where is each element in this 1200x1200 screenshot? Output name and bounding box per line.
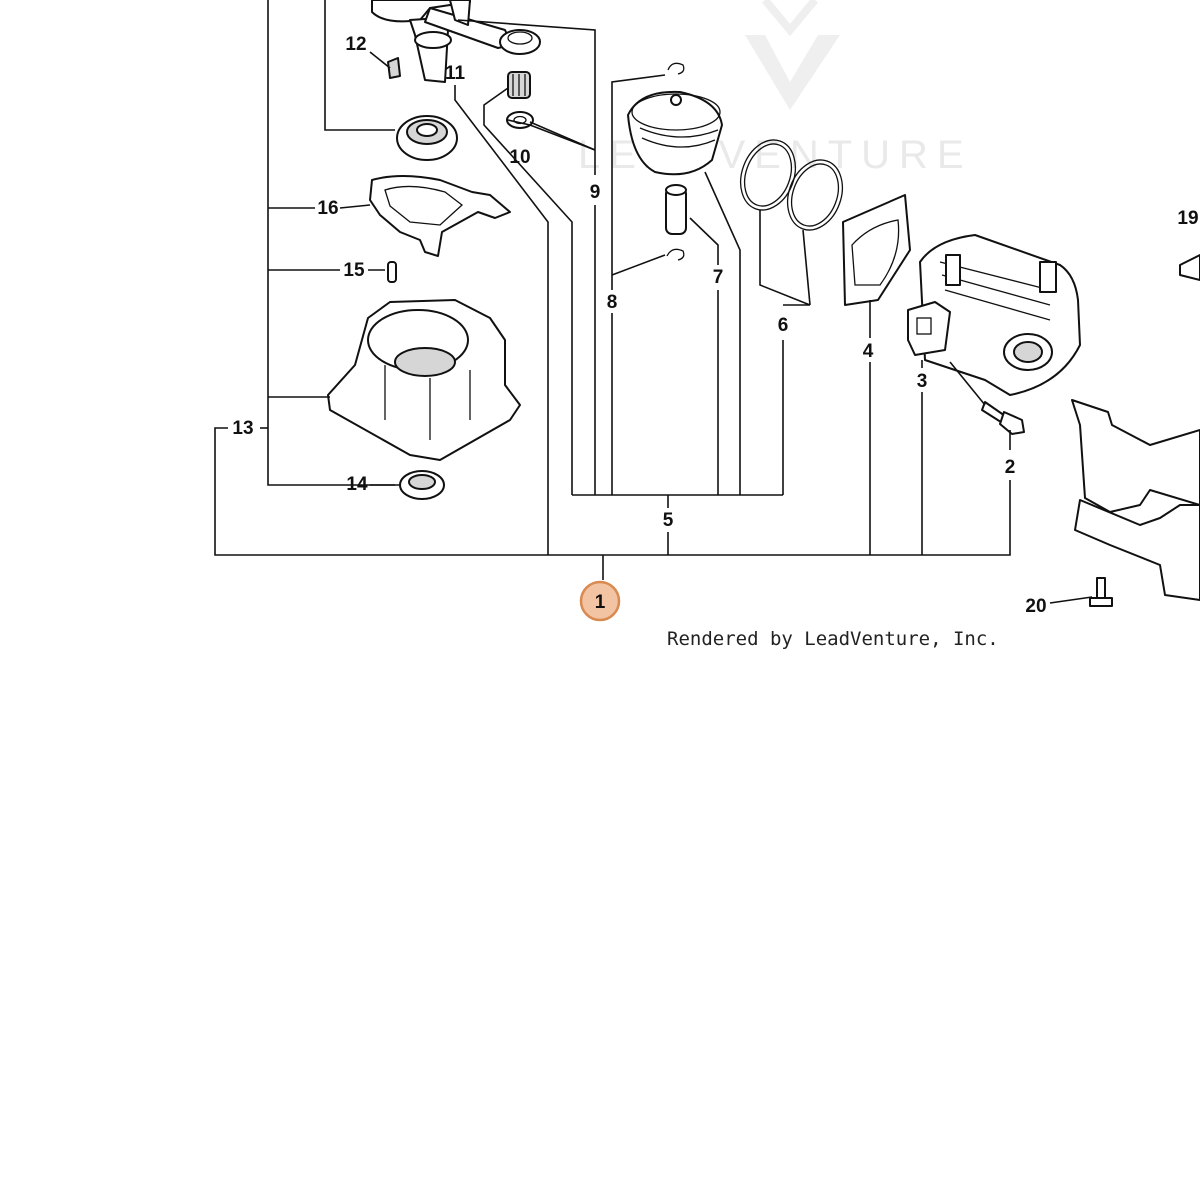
callout-14[interactable]: 14	[346, 474, 368, 495]
callout-8[interactable]: 8	[607, 292, 618, 313]
bolt-drawing	[981, 401, 1025, 435]
callout-3[interactable]: 3	[917, 371, 928, 392]
engine-cover-drawing	[1071, 254, 1200, 601]
callout-1[interactable]: 1	[579, 580, 621, 622]
callout-6[interactable]: 6	[778, 315, 789, 336]
watermark-logo-icon	[745, 0, 840, 110]
crankcase-gasket-drawing	[369, 175, 511, 257]
bearing-ring-drawing	[499, 29, 541, 55]
crankcase-drawing	[327, 299, 521, 461]
selected-highlight-circle[interactable]	[579, 580, 621, 622]
callout-9[interactable]: 9	[590, 182, 601, 203]
screw-drawing	[1089, 577, 1113, 607]
callout-15[interactable]: 15	[343, 260, 365, 281]
callout-7[interactable]: 7	[713, 267, 724, 288]
crankshaft-drawing	[371, 0, 513, 83]
callout-2[interactable]: 2	[1005, 457, 1016, 478]
key-drawing	[387, 57, 401, 79]
piston-pin-drawing	[665, 184, 687, 235]
svg-text:1[interactable]: 1	[595, 592, 606, 613]
callout-19[interactable]: 19	[1177, 208, 1198, 229]
callout-12[interactable]: 12	[345, 34, 366, 55]
circlip-top-drawing	[667, 62, 685, 75]
main-bearing-drawing	[396, 115, 458, 161]
callouts: 1 2 3 4 5 6 7 8 9 10 11 12 13 14 15 16 1…	[232, 34, 1199, 622]
callout-5[interactable]: 5	[663, 510, 674, 531]
circlip-bottom-drawing	[666, 248, 685, 261]
dowel-pin-drawing	[387, 261, 397, 283]
callout-11[interactable]: 11	[445, 63, 466, 84]
needle-bearing-drawing	[507, 71, 531, 99]
cylinder-drawing	[907, 234, 1081, 396]
render-credit: Rendered by LeadVenture, Inc.	[667, 628, 999, 650]
piston-drawing	[627, 90, 723, 176]
callout-4[interactable]: 4	[863, 341, 874, 362]
cylinder-gasket-drawing	[842, 194, 911, 306]
callout-10[interactable]: 10	[509, 147, 530, 168]
callout-16[interactable]: 16	[317, 198, 338, 219]
oil-seal-drawing	[399, 470, 445, 500]
leader-lines	[214, 0, 1093, 604]
callout-20[interactable]: 20	[1025, 596, 1046, 617]
callout-13[interactable]: 13	[232, 418, 253, 439]
piston-rings-drawing	[739, 139, 844, 231]
